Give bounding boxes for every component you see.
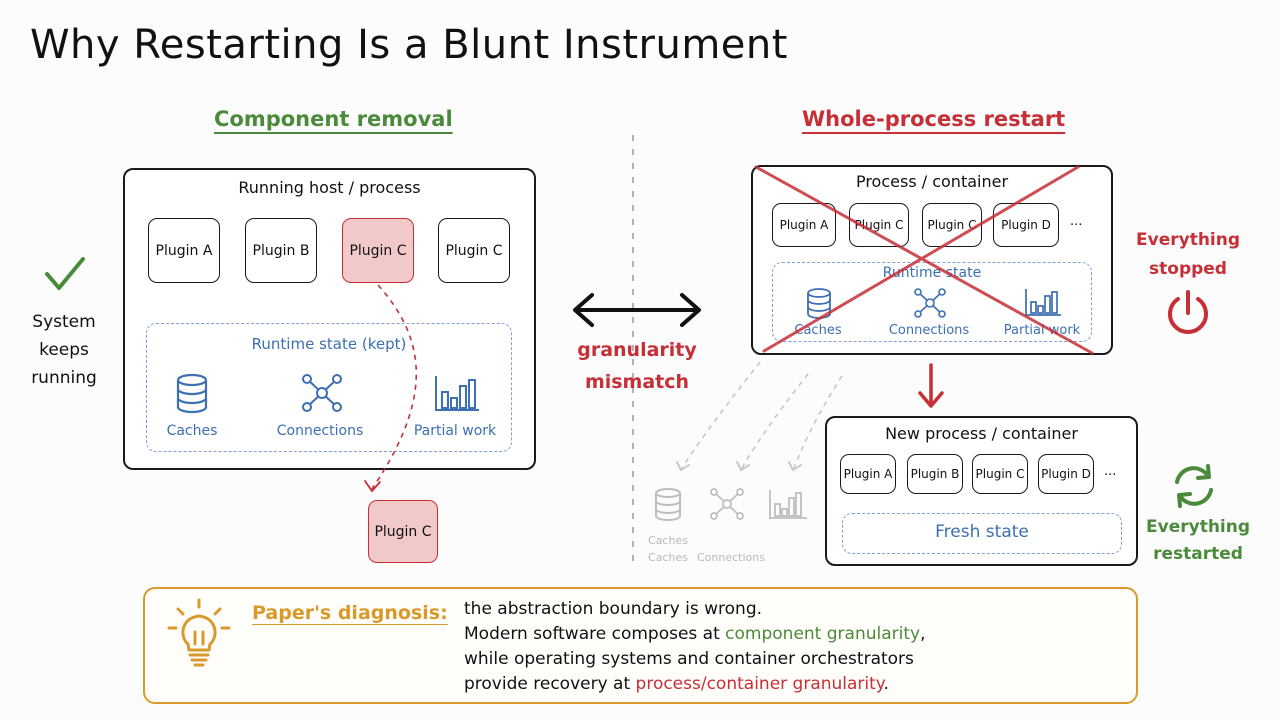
removed-plugin-c[interactable]: Plugin C xyxy=(368,500,438,563)
diagnosis-label: Paper's diagnosis: xyxy=(252,602,448,624)
diagnosis-line-2: Modern software composes at component gr… xyxy=(464,624,926,644)
process-granularity-highlight: process/container granularity xyxy=(635,674,884,694)
caches-label: Caches xyxy=(166,423,218,439)
lost-database-icon xyxy=(655,488,681,521)
state-loss-arrows xyxy=(676,361,843,472)
fresh-state-label: Fresh state xyxy=(935,522,1029,542)
check-icon xyxy=(45,257,85,290)
new-plugin-more: ... xyxy=(1104,464,1117,479)
everything-restarted-label-2: restarted xyxy=(1153,544,1243,564)
partial-work-label: Partial work xyxy=(413,423,497,439)
runtime-state-kept-box xyxy=(146,323,512,452)
lost-caches-label-1: Caches xyxy=(648,534,688,547)
everything-stopped-label-2: stopped xyxy=(1149,259,1227,279)
diagnosis-text: the abstraction boundary is wrong. Moder… xyxy=(464,597,925,697)
mismatch-label: mismatch xyxy=(584,371,690,393)
database-icon xyxy=(176,373,208,414)
plugin-c-highlighted[interactable]: Plugin C xyxy=(342,218,414,283)
lightbulb-icon xyxy=(167,598,231,667)
component-removal-heading: Component removal xyxy=(214,107,453,131)
system-keeps-running-label: System keeps running xyxy=(31,312,97,388)
network-icon xyxy=(302,374,342,412)
old-plugin-a: Plugin A xyxy=(772,203,836,247)
lost-network-icon xyxy=(710,488,744,520)
granularity-label: granularity xyxy=(577,339,697,361)
whole-process-restart-heading: Whole-process restart xyxy=(802,107,1066,131)
down-arrow-icon xyxy=(918,363,944,408)
plugin-c[interactable]: Plugin C xyxy=(438,218,510,283)
runtime-state-kept-title: Runtime state (kept) xyxy=(251,335,407,353)
new-process-container-title: New process / container xyxy=(885,424,1078,443)
plugin-b[interactable]: Plugin B xyxy=(245,218,317,283)
process-container-title: Process / container xyxy=(855,172,1009,191)
new-plugin-c: Plugin C xyxy=(972,454,1028,494)
new-plugin-a: Plugin A xyxy=(840,454,896,494)
new-plugin-b: Plugin B xyxy=(907,454,963,494)
connections-label: Connections xyxy=(276,423,364,439)
everything-restarted-label-1: Everything xyxy=(1146,517,1251,537)
page-title: Why Restarting Is a Blunt Instrument xyxy=(30,22,788,68)
lost-bar-chart-icon xyxy=(769,490,807,519)
refresh-icon xyxy=(1175,464,1213,508)
diagnosis-line-3: while operating systems and container or… xyxy=(464,649,914,669)
component-granularity-highlight: component granularity xyxy=(725,624,921,644)
diagnosis-line-1: the abstraction boundary is wrong. xyxy=(464,599,763,619)
everything-stopped-label-1: Everything xyxy=(1136,230,1241,250)
new-plugin-d: Plugin D xyxy=(1038,454,1094,494)
running-host-title: Running host / process xyxy=(238,178,421,197)
lost-caches-label-2: Caches xyxy=(648,551,688,564)
plugin-a[interactable]: Plugin A xyxy=(148,218,220,283)
center-divider xyxy=(632,135,634,565)
fresh-state-box xyxy=(842,513,1122,554)
bar-chart-icon xyxy=(435,376,479,411)
diagnosis-panel xyxy=(143,587,1138,704)
diagnosis-line-4: provide recovery at process/container gr… xyxy=(464,674,889,694)
old-plugin-more: ... xyxy=(1070,214,1083,229)
old-runtime-state-box xyxy=(772,262,1092,342)
removal-arrow xyxy=(364,284,418,493)
cross-out-icon xyxy=(754,165,1094,355)
old-network-icon xyxy=(914,288,946,318)
double-arrow-icon xyxy=(573,293,701,327)
lost-connections-label: Connections xyxy=(697,551,765,564)
power-icon xyxy=(1168,290,1208,334)
old-connections-label: Connections xyxy=(888,323,970,338)
